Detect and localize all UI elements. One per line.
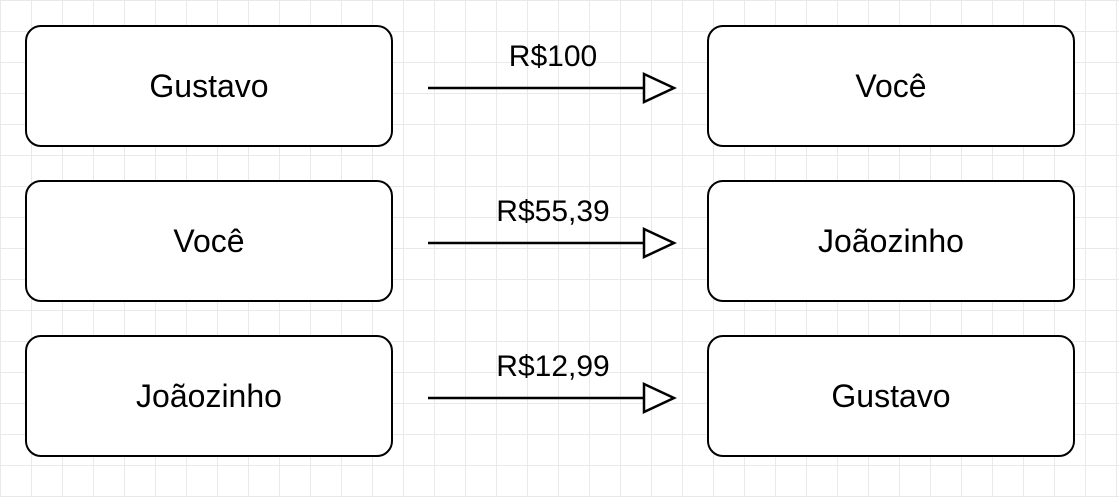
sender-box[interactable]: Gustavo — [25, 25, 393, 147]
arrow-right-icon — [428, 72, 677, 104]
transfer-arrow[interactable]: R$12,99 — [428, 335, 678, 461]
recipient-box[interactable]: Você — [707, 25, 1075, 147]
sender-box[interactable]: Joãozinho — [25, 335, 393, 457]
recipient-label: Você — [855, 67, 927, 104]
recipient-box[interactable]: Joãozinho — [707, 180, 1075, 302]
recipient-label: Gustavo — [831, 377, 951, 414]
transfer-row: Gustavo R$100 Você — [0, 25, 1119, 151]
recipient-box[interactable]: Gustavo — [707, 335, 1075, 457]
arrow-right-icon — [428, 227, 677, 259]
sender-label: Você — [173, 222, 245, 259]
amount-label: R$100 — [508, 40, 598, 73]
arrow-right-icon — [428, 382, 677, 414]
sender-box[interactable]: Você — [25, 180, 393, 302]
amount-label: R$55,39 — [496, 195, 610, 228]
amount-label: R$12,99 — [496, 350, 610, 383]
transfer-row: Você R$55,39 Joãozinho — [0, 180, 1119, 306]
recipient-label: Joãozinho — [818, 222, 964, 259]
sender-label: Joãozinho — [136, 377, 282, 414]
transfer-arrow[interactable]: R$55,39 — [428, 180, 678, 306]
transfer-row: Joãozinho R$12,99 Gustavo — [0, 335, 1119, 461]
transfer-arrow[interactable]: R$100 — [428, 25, 678, 151]
sender-label: Gustavo — [149, 67, 269, 104]
